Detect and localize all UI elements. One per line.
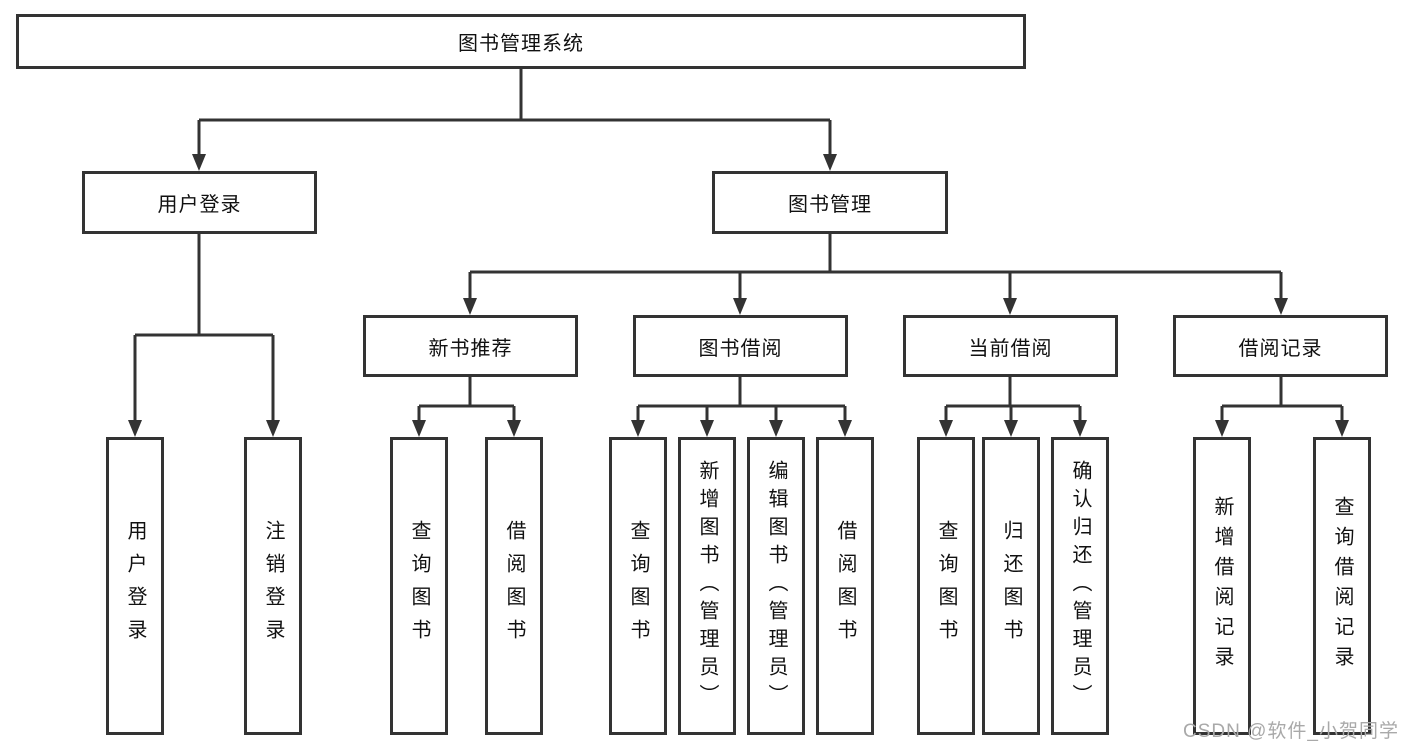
leaf-label: 新增借阅记录: [1211, 496, 1233, 676]
node-root-system: 图书管理系统: [16, 14, 1026, 69]
connector-lines: [133, 69, 1344, 422]
leaf-return-books: 归还图书: [982, 437, 1040, 735]
leaf-edit-books-admin: 编辑图书（管理员）: [747, 437, 805, 735]
leaf-label: 确认归还（管理员）: [1069, 460, 1091, 712]
leaf-label: 用户登录: [124, 520, 146, 652]
node-user-login: 用户登录: [82, 171, 317, 234]
node-book-management: 图书管理: [712, 171, 948, 234]
leaf-logout: 注销登录: [244, 437, 302, 735]
leaf-label: 注销登录: [262, 520, 284, 652]
leaf-confirm-return-admin: 确认归还（管理员）: [1051, 437, 1109, 735]
leaf-label: 查询图书: [935, 520, 957, 652]
node-current-borrow: 当前借阅: [903, 315, 1118, 377]
leaf-label: 编辑图书（管理员）: [765, 460, 787, 712]
node-new-book-recommend: 新书推荐: [363, 315, 578, 377]
csdn-watermark: CSDN @软件_小贺同学: [1183, 721, 1399, 742]
leaf-label: 新增图书（管理员）: [696, 460, 718, 712]
leaf-borrow-books-2: 借阅图书: [816, 437, 874, 735]
leaf-query-books-3: 查询图书: [917, 437, 975, 735]
leaf-query-books-1: 查询图书: [390, 437, 448, 735]
leaf-add-books-admin: 新增图书（管理员）: [678, 437, 736, 735]
node-book-borrow: 图书借阅: [633, 315, 848, 377]
leaf-query-books-2: 查询图书: [609, 437, 667, 735]
leaf-user-login: 用户登录: [106, 437, 164, 735]
leaf-label: 借阅图书: [834, 520, 856, 652]
leaf-query-borrow-record: 查询借阅记录: [1313, 437, 1371, 735]
leaf-label: 查询借阅记录: [1331, 496, 1353, 676]
leaf-label: 归还图书: [1000, 520, 1022, 652]
leaf-label: 查询图书: [627, 520, 649, 652]
node-borrow-records: 借阅记录: [1173, 315, 1388, 377]
leaf-label: 查询图书: [408, 520, 430, 652]
leaf-add-borrow-record: 新增借阅记录: [1193, 437, 1251, 735]
leaf-label: 借阅图书: [503, 520, 525, 652]
leaf-borrow-books-1: 借阅图书: [485, 437, 543, 735]
